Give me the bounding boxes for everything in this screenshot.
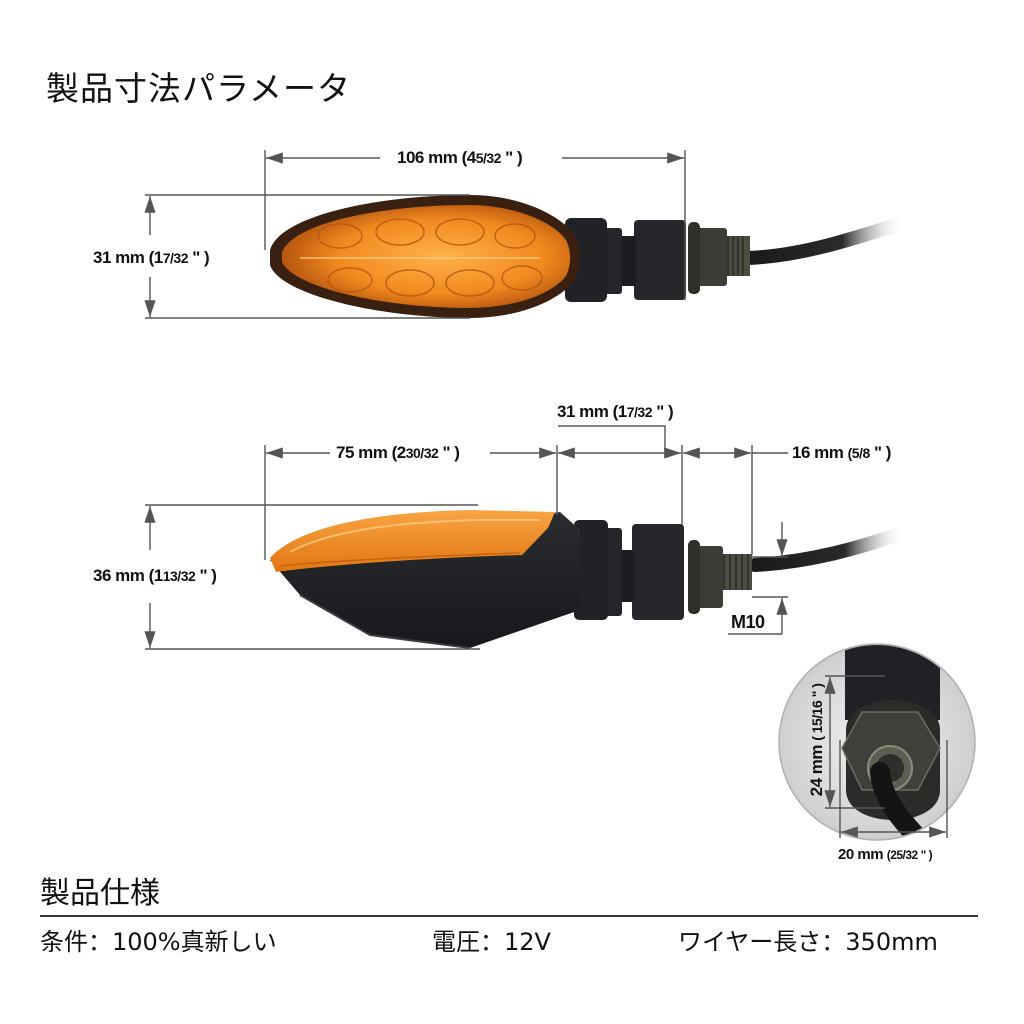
lens-length-mm: 75 mm xyxy=(336,443,388,462)
top-length-mm: 106 mm xyxy=(397,148,458,167)
top-length-inch-frac: 5/32 xyxy=(475,150,502,166)
end-width-mm: 20 mm xyxy=(838,846,884,863)
side-height-inch-whole: (1 xyxy=(148,566,164,585)
lens-length-inch-frac: 30/32 xyxy=(405,445,439,461)
side-view-lamp xyxy=(270,510,912,649)
spec-condition: 条件：100%真新しい xyxy=(40,928,277,956)
specs-title: 製品仕様 xyxy=(40,876,160,911)
side-height-mm: 36 mm xyxy=(93,566,145,585)
bolt-length-mm: 16 mm xyxy=(792,443,844,462)
top-height-inch-whole: (1 xyxy=(148,248,164,267)
top-length-label: 106 mm (45/32 " ) xyxy=(397,148,523,168)
side-view-dimensions xyxy=(144,425,788,650)
stem-length-inch-end: " ) xyxy=(656,402,674,421)
top-height-inch-frac: 7/32 xyxy=(162,250,189,266)
side-height-inch-end: " ) xyxy=(199,566,217,585)
lens-length-inch-whole: (2 xyxy=(391,443,407,462)
end-width-label: 20 mm (25/32 " ) xyxy=(838,846,933,863)
spec-wire-length: ワイヤー長さ：350mm xyxy=(678,928,938,956)
bolt-length-inch-end: " ) xyxy=(873,443,891,462)
end-height-inch: ( 15/16 " ) xyxy=(809,683,825,741)
side-height-label: 36 mm (113/32 " ) xyxy=(93,566,217,586)
bolt-length-label: 16 mm (5/8 " ) xyxy=(792,443,891,463)
stem-length-inch-whole: (1 xyxy=(612,402,628,421)
stem-length-inch-frac: 7/32 xyxy=(626,404,653,420)
top-height-inch-end: " ) xyxy=(192,248,210,267)
specs-divider xyxy=(40,915,978,917)
end-width-inch: (25/32 " ) xyxy=(886,848,933,862)
lens-length-inch-end: " ) xyxy=(442,443,460,462)
end-height-label: 24 mm ( 15/16 " ) xyxy=(807,670,827,810)
side-height-inch-frac: 13/32 xyxy=(162,568,196,584)
top-view-dimensions xyxy=(144,150,686,319)
top-view-lamp xyxy=(270,195,912,318)
bolt-length-inch-frac: (5/8 xyxy=(847,445,871,461)
page-title: 製品寸法パラメータ xyxy=(46,69,352,108)
top-height-label: 31 mm (17/32 " ) xyxy=(93,248,210,268)
thread-size-label: M10 xyxy=(731,612,765,632)
end-view-dimensions xyxy=(824,675,948,838)
stem-length-label: 31 mm (17/32 " ) xyxy=(557,402,674,422)
end-height-mm: 24 mm xyxy=(807,745,826,797)
spec-voltage: 電圧：12V xyxy=(432,928,551,956)
top-length-inch-end: " ) xyxy=(505,148,523,167)
lens-length-label: 75 mm (230/32 " ) xyxy=(336,443,460,463)
stem-length-mm: 31 mm xyxy=(557,402,609,421)
top-height-mm: 31 mm xyxy=(93,248,145,267)
top-length-inch-whole: (4 xyxy=(461,148,477,167)
